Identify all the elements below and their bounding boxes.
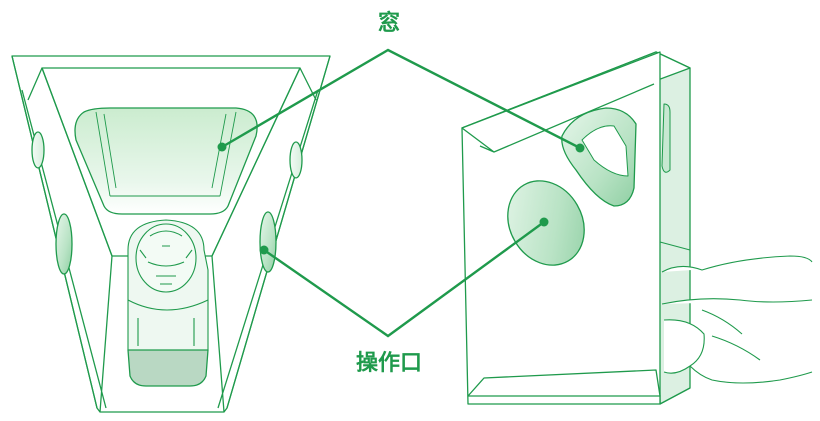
right-box-bottom-lip <box>467 369 661 397</box>
right-box-side-slot <box>661 103 671 173</box>
left-window <box>74 107 258 215</box>
left-side-panel-lines <box>11 55 113 413</box>
left-port-upper <box>31 131 45 169</box>
right-box-side-edges <box>659 52 691 405</box>
right-port-upper <box>289 141 303 179</box>
callout-dot-left-port <box>259 245 269 255</box>
callout-window-lines <box>221 48 581 150</box>
callout-port-lines <box>263 221 545 338</box>
left-isolator-top-view <box>11 55 331 413</box>
right-isolator-box <box>461 51 813 405</box>
label-window: 窓 <box>378 10 400 36</box>
left-port-lower <box>55 213 73 275</box>
hand <box>661 255 813 384</box>
right-box-bevel <box>461 83 655 153</box>
right-box-window-inner <box>581 125 629 177</box>
right-port-lower <box>259 211 277 273</box>
right-side-panel-lines <box>211 55 331 413</box>
callout-dot-left-window <box>217 142 227 152</box>
left-bottom-tray <box>127 349 209 387</box>
left-window-depth <box>95 111 237 197</box>
person-top-view <box>127 219 209 351</box>
callout-dot-right-port <box>539 217 549 227</box>
callouts: 窓 操作口 <box>217 10 585 376</box>
callout-dot-right-window <box>575 143 585 153</box>
label-operation-port: 操作口 <box>356 351 422 376</box>
